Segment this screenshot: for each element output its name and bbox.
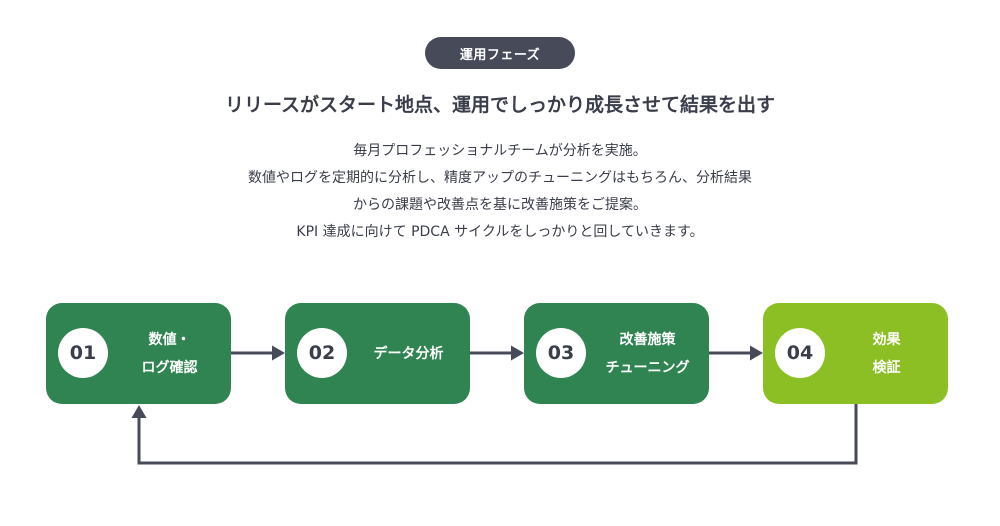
description-line: からの課題や改善点を基に改善施策をご提案。 [353,197,647,213]
step-label-line: 効果 [872,331,901,348]
step-label: 改善施策 チューニング [586,303,709,404]
step-number: 04 [775,328,825,378]
step-number: 03 [536,328,586,378]
step-label-line: 改善施策 [619,331,676,348]
step-number: 02 [297,328,347,378]
arrowhead-icon [750,345,763,361]
step-label-line: チューニング [605,359,690,376]
description: 毎月プロフェッショナルチームが分析を実施。 数値やログを定期的に分析し、精度アッ… [0,138,1000,246]
headline: リリースがスタート地点、運用でしっかり成長させて結果を出す [224,94,776,116]
step-label: 数値・ ログ確認 [108,303,231,404]
arrowhead-up-icon [131,405,147,418]
arrowhead-icon [272,345,285,361]
step-number: 01 [58,328,108,378]
step-label-line: データ分析 [373,345,444,362]
step-card-01: 01 数値・ ログ確認 [46,303,231,404]
step-card-03: 03 改善施策 チューニング [524,303,709,404]
phase-badge: 運用フェーズ [425,37,575,69]
step-label-line: ログ確認 [141,359,198,376]
step-card-04: 04 効果 検証 [763,303,948,404]
loop-back-connector [137,404,858,465]
description-line: 数値やログを定期的に分析し、精度アップのチューニングはもちろん、分析結果 [248,170,752,186]
step-label-line: 数値・ [148,331,191,348]
arrowhead-icon [511,345,524,361]
step-label: 効果 検証 [825,303,948,404]
step-label: データ分析 [347,303,470,404]
description-line: 毎月プロフェッショナルチームが分析を実施。 [353,143,647,159]
step-label-line: 検証 [872,359,901,376]
description-line: KPI 達成に向けて PDCA サイクルをしっかりと回していきます。 [296,224,704,240]
step-card-02: 02 データ分析 [285,303,470,404]
